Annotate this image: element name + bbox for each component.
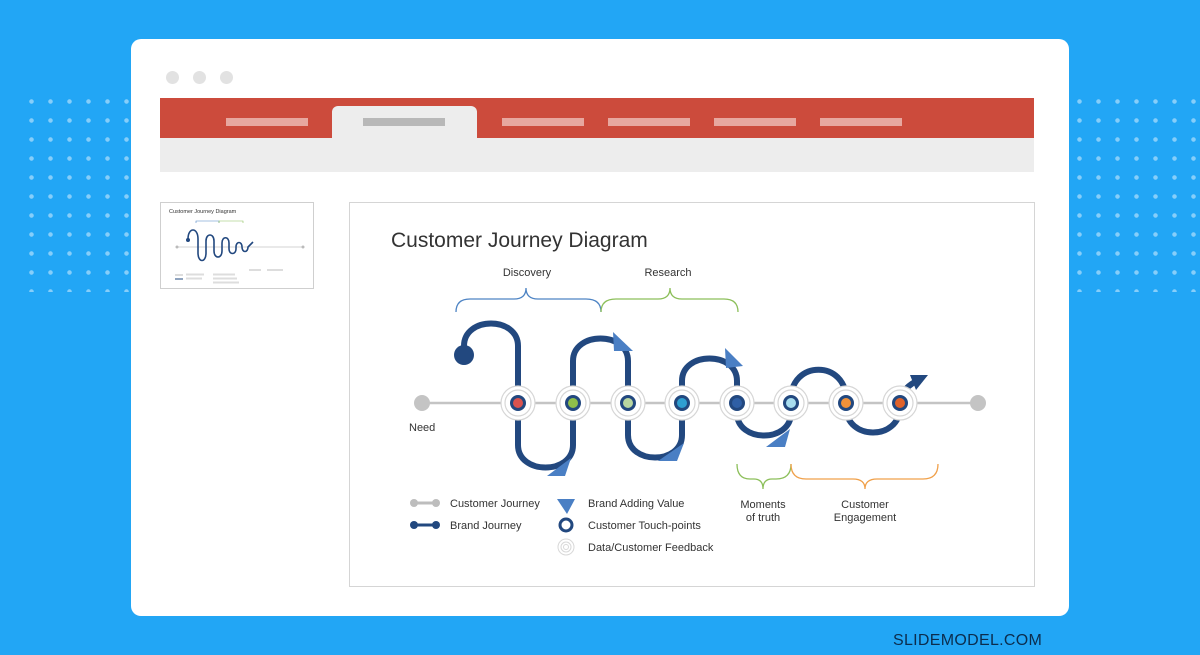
touchpoint (773, 385, 809, 421)
brand-value-arrows (547, 332, 928, 476)
legend-brand-journey: Brand Journey (450, 520, 522, 532)
slide-title: Customer Journey Diagram (391, 229, 648, 252)
moments-of-truth-bracket (736, 463, 792, 490)
arrowhead-icon (547, 458, 571, 476)
journey-end-arrowhead (910, 375, 928, 390)
slide-canvas[interactable]: Customer Journey Diagram Discovery Resea… (349, 202, 1035, 587)
app-window: Customer Journey Diagram Customer Journe… (131, 39, 1069, 616)
window-control-dot[interactable] (193, 71, 206, 84)
dot-pattern-right (1070, 92, 1200, 292)
legend-data-feedback: Data/Customer Feedback (588, 542, 714, 554)
moments-label-line2: of truth (746, 512, 780, 524)
footer-brand: SLIDEMODEL.COM (893, 632, 1043, 649)
legend: Customer Journey Brand Journey Brand Add… (410, 498, 714, 556)
arrowhead-icon (725, 348, 743, 368)
arrowhead-icon (658, 443, 684, 461)
ribbon-tab-active[interactable] (332, 106, 477, 139)
research-bracket (600, 287, 739, 313)
brand-journey-path (461, 320, 923, 471)
touchpoints-group (500, 385, 918, 421)
ribbon-toolbar (160, 138, 1034, 172)
brand-journey-start (454, 345, 474, 365)
ribbon-tab[interactable] (502, 118, 584, 126)
dot-pattern-left (22, 92, 132, 292)
ribbon-tab[interactable] (820, 118, 902, 126)
journey-end-node (970, 395, 986, 411)
ribbon-tab[interactable] (226, 118, 308, 126)
engagement-label-line1: Customer (841, 499, 889, 511)
arrowhead-icon (766, 429, 790, 447)
customer-journey-diagram: Customer Journey Diagram Discovery Resea… (391, 229, 986, 556)
ribbon-tab[interactable] (714, 118, 796, 126)
concentric-rings-icon (557, 538, 575, 556)
window-control-dot[interactable] (220, 71, 233, 84)
legend-customer-journey: Customer Journey (450, 498, 540, 510)
touchpoint (610, 385, 646, 421)
touchpoint (882, 385, 918, 421)
research-label: Research (644, 267, 691, 279)
touchpoint (828, 385, 864, 421)
ribbon-tabs (160, 98, 1034, 139)
discovery-label: Discovery (503, 267, 552, 279)
arrowhead-icon (557, 499, 575, 514)
ribbon-tab-label (363, 118, 445, 126)
touchpoint (664, 385, 700, 421)
thumbnail-title: Customer Journey Diagram (169, 209, 237, 215)
arrowhead-icon (613, 332, 633, 351)
touchpoint (719, 385, 755, 421)
discovery-bracket (455, 287, 602, 313)
legend-customer-touchpoints: Customer Touch-points (588, 520, 701, 532)
window-control-dot[interactable] (166, 71, 179, 84)
ring-icon (558, 517, 574, 533)
need-label: Need (409, 422, 435, 434)
ribbon-tab[interactable] (608, 118, 690, 126)
journey-start-node (414, 395, 430, 411)
slide-thumbnail[interactable]: Customer Journey Diagram (160, 202, 314, 289)
touchpoint (500, 385, 536, 421)
moments-label-line1: Moments (740, 499, 786, 511)
engagement-label-line2: Engagement (834, 512, 896, 524)
touchpoint (555, 385, 591, 421)
customer-engagement-bracket (790, 463, 939, 490)
legend-brand-adding-value: Brand Adding Value (588, 498, 684, 510)
